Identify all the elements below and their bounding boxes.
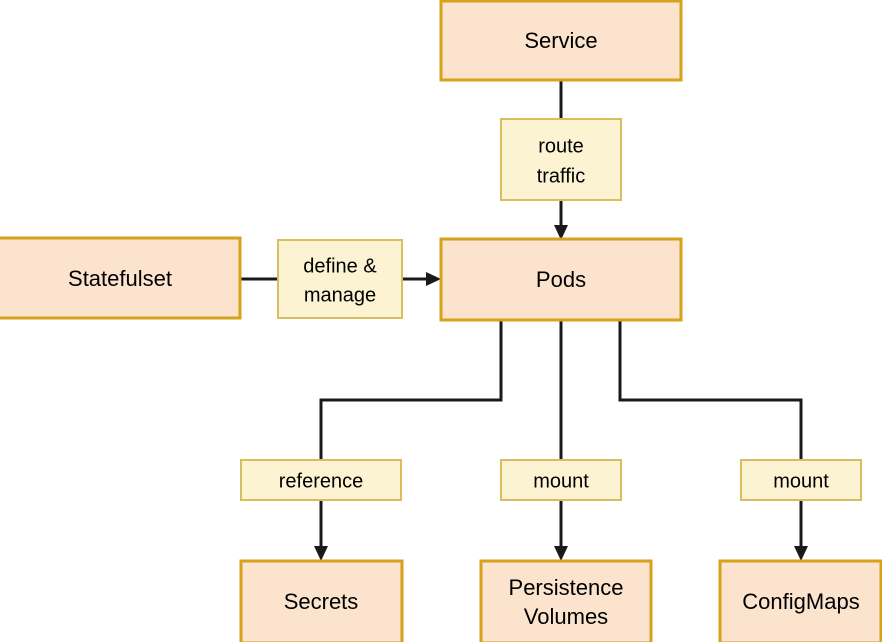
label-mount-configmaps-box[interactable] xyxy=(740,459,862,501)
arrow-head-icon xyxy=(554,225,568,240)
label-route-traffic-box[interactable] xyxy=(500,118,622,201)
label-reference-text: reference xyxy=(279,470,364,492)
node-persistence-volumes[interactable]: Persistence Volumes xyxy=(479,559,653,642)
node-persistence-volumes-box[interactable] xyxy=(479,559,653,642)
node-configmaps-label: ConfigMaps xyxy=(742,589,859,614)
label-mount-volumes[interactable]: mount xyxy=(500,459,622,501)
node-statefulset-label: Statefulset xyxy=(68,266,172,291)
node-secrets-box[interactable] xyxy=(239,559,404,642)
node-pods-label: Pods xyxy=(536,267,586,292)
node-secrets-label: Secrets xyxy=(284,589,359,614)
label-route-traffic[interactable]: route traffic xyxy=(500,118,622,201)
edge-mount-to-configmaps xyxy=(794,500,808,561)
edge-define-manage-to-pods xyxy=(402,272,441,286)
label-reference[interactable]: reference xyxy=(240,459,402,501)
label-mount-configmaps-text: mount xyxy=(773,470,829,492)
label-mount-configmaps[interactable]: mount xyxy=(740,459,862,501)
node-persistence-volumes-label-line1: Persistence xyxy=(509,575,624,600)
node-service-label: Service xyxy=(524,28,597,53)
node-secrets[interactable]: Secrets xyxy=(239,559,404,642)
node-persistence-volumes-label-line2: Volumes xyxy=(524,604,608,629)
node-configmaps-box[interactable] xyxy=(718,559,882,642)
label-mount-volumes-box[interactable] xyxy=(500,459,622,501)
arrow-head-icon xyxy=(554,546,568,561)
edge-route-traffic-to-pods xyxy=(554,200,568,240)
label-define-manage-line2: manage xyxy=(304,284,376,306)
label-route-traffic-line2: traffic xyxy=(537,165,586,187)
arrow-head-icon xyxy=(794,546,808,561)
arrow-head-icon xyxy=(314,546,328,561)
label-define-manage-box[interactable] xyxy=(277,239,403,319)
node-configmaps[interactable]: ConfigMaps xyxy=(718,559,882,642)
label-reference-box[interactable] xyxy=(240,459,402,501)
node-service-box[interactable] xyxy=(439,0,683,82)
node-service[interactable]: Service xyxy=(439,0,683,82)
label-mount-volumes-text: mount xyxy=(533,470,589,492)
edge-mount-to-persistence-volumes xyxy=(554,500,568,561)
node-pods[interactable]: Pods xyxy=(439,237,683,322)
edge-pods-to-mount-configmaps xyxy=(618,320,803,460)
arrow-head-icon xyxy=(426,272,441,286)
node-statefulset-box[interactable] xyxy=(0,236,242,320)
node-statefulset[interactable]: Statefulset xyxy=(0,236,242,320)
edge-segment xyxy=(319,320,503,460)
label-define-manage[interactable]: define & manage xyxy=(277,239,403,319)
edge-segment xyxy=(618,320,803,460)
edge-pods-to-reference xyxy=(319,320,503,460)
node-pods-box[interactable] xyxy=(439,237,683,322)
label-route-traffic-line1: route xyxy=(538,135,584,157)
label-define-manage-line1: define & xyxy=(303,255,377,277)
edge-reference-to-secrets xyxy=(314,500,328,561)
